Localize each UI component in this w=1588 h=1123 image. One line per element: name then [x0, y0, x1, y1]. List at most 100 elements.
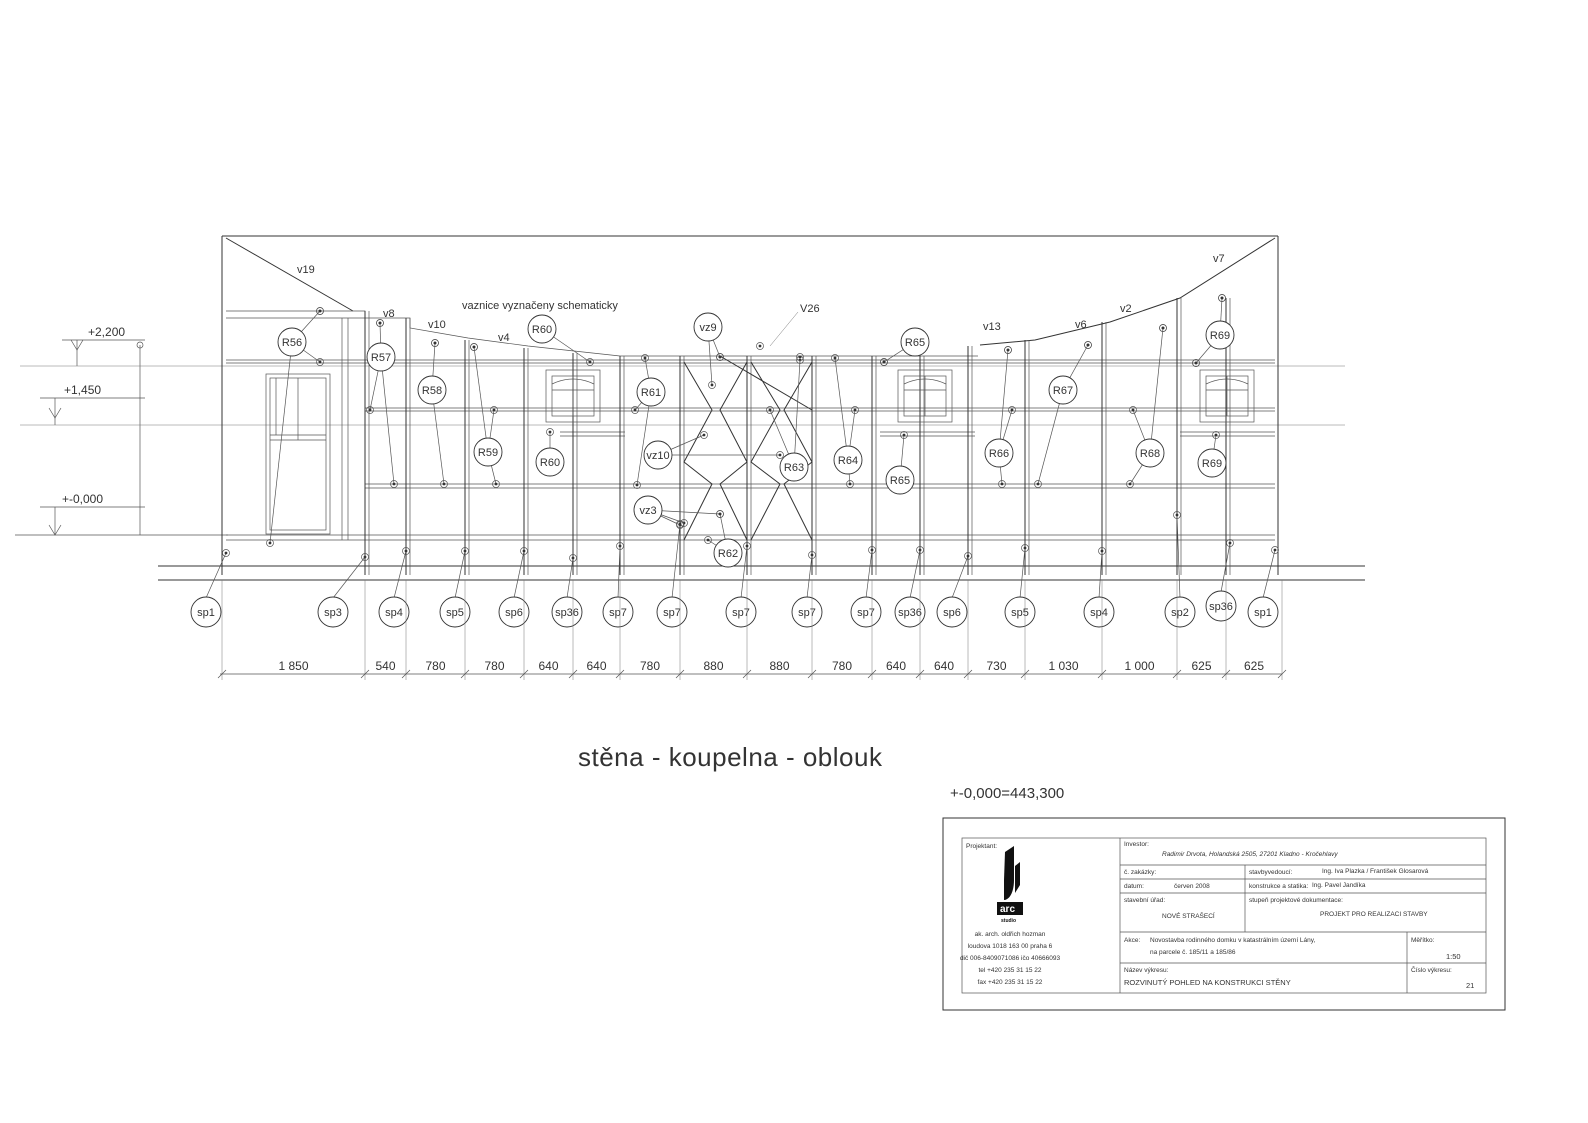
- post-tag-circle: [1164, 596, 1196, 628]
- rafter-tag-circle: [900, 327, 930, 357]
- dimension-label: 1 030: [1048, 659, 1078, 673]
- joint-node-center: [902, 433, 906, 437]
- dimension-label: 640: [886, 659, 906, 673]
- dimension-tick: [1221, 669, 1231, 679]
- rafter-tag: R56: [277, 327, 307, 357]
- joint-node: [316, 307, 324, 315]
- joint-node-center: [318, 309, 322, 313]
- joint-node-center: [810, 553, 814, 557]
- rafter-tag-circle: [833, 445, 863, 475]
- dimension-tick: [675, 669, 685, 679]
- joint-node-center: [1010, 408, 1014, 412]
- post-tag-circle: [378, 596, 410, 628]
- post-tag: sp7: [602, 596, 634, 628]
- joint-node-center: [548, 430, 552, 434]
- joint-node-center: [710, 383, 714, 387]
- nazev-label: Název výkresu:: [1124, 967, 1169, 974]
- joint-node: [776, 451, 784, 459]
- joint-node: [880, 358, 888, 366]
- dimension-label: 640: [538, 659, 558, 673]
- datum-note: +-0,000=443,300: [950, 785, 1064, 802]
- rafter-tag-circle: [1205, 320, 1235, 350]
- joint-node-center: [633, 408, 637, 412]
- post-tag: sp6: [498, 596, 530, 628]
- leader-line: [1262, 549, 1276, 599]
- joint-node: [700, 431, 708, 439]
- rafter-tag: R58: [417, 375, 447, 405]
- segment-label: v4: [498, 332, 510, 344]
- joint-node: [766, 406, 774, 414]
- segment-labels: v19 v8 v10 v4 V26 v13 v6 v2 v7 vaznice v…: [297, 253, 1225, 344]
- post-tag: sp7: [791, 596, 823, 628]
- leader-line: [380, 356, 395, 485]
- joint-node: [1098, 547, 1106, 555]
- leader-line: [269, 341, 293, 544]
- rafter-tag: R69: [1205, 320, 1235, 350]
- joint-node: [546, 428, 554, 436]
- joint-node-center: [472, 345, 476, 349]
- datum-value: červen 2008: [1174, 883, 1210, 890]
- post-tag: sp36: [894, 596, 926, 628]
- post-tag-circle: [725, 596, 757, 628]
- joint-node-center: [1100, 549, 1104, 553]
- joint-node-center: [442, 482, 446, 486]
- joint-node-center: [1023, 546, 1027, 550]
- post-tag-label: sp7: [663, 607, 681, 619]
- post-tag-label: sp5: [446, 607, 464, 619]
- joint-node: [366, 406, 374, 414]
- projektant-label: Projektant:: [966, 843, 997, 850]
- post-tag-label: sp7: [609, 607, 627, 619]
- rafter-tag-label: R65: [905, 337, 925, 349]
- leader-line: [834, 357, 849, 461]
- post-tag-label: sp7: [732, 607, 750, 619]
- joint-node: [964, 552, 972, 560]
- leader-line: [865, 549, 873, 599]
- joint-node-center: [588, 360, 592, 364]
- investor-label: Investor:: [1124, 841, 1149, 848]
- joint-node-center: [745, 544, 749, 548]
- joint-node: [1008, 406, 1016, 414]
- joint-node: [851, 406, 859, 414]
- joint-node: [796, 353, 804, 361]
- joint-node-center: [1006, 348, 1010, 352]
- rafter-tag: R65: [900, 327, 930, 357]
- joint-node: [756, 342, 764, 350]
- joint-node: [520, 547, 528, 555]
- joint-node: [1192, 359, 1200, 367]
- joint-node-center: [268, 541, 272, 545]
- joint-node: [361, 553, 369, 561]
- joint-node: [461, 547, 469, 555]
- meritko-label: Měřítko:: [1411, 937, 1435, 944]
- meritko-value: 1:50: [1446, 952, 1461, 961]
- window-opening-2: [897, 369, 953, 423]
- leader-line: [454, 550, 466, 599]
- joint-node-center: [433, 341, 437, 345]
- rafter-tag-label: R63: [784, 462, 804, 474]
- joint-node: [1173, 511, 1181, 519]
- joint-node: [1126, 480, 1134, 488]
- arc-studio-logo: arc studio: [997, 846, 1023, 924]
- joint-node-center: [404, 549, 408, 553]
- dimension-label: 1 000: [1124, 659, 1154, 673]
- post-tag-circle: [894, 596, 926, 628]
- joint-node: [1021, 544, 1029, 552]
- post-tag-label: sp36: [898, 607, 922, 619]
- rafter-tag: R68: [1135, 438, 1165, 468]
- rafter-tag-label: vz9: [699, 322, 716, 334]
- rafter-tag-circle: [277, 327, 307, 357]
- leader-line: [671, 523, 681, 599]
- rafter-tag-label: R64: [838, 455, 858, 467]
- address-line: fax +420 235 31 15 22: [978, 979, 1043, 986]
- joint-node-center: [1161, 326, 1165, 330]
- rafter-tag-circle: [779, 452, 809, 482]
- joint-node: [1271, 546, 1279, 554]
- leader-line: [431, 389, 445, 485]
- joint-node: [490, 406, 498, 414]
- joint-node-center: [492, 408, 496, 412]
- studs: [341, 298, 1231, 575]
- joint-node: [390, 480, 398, 488]
- address-line: dič 006-8409071086 ičo 40666093: [960, 955, 1061, 962]
- post-tag-label: sp6: [943, 607, 961, 619]
- akce-value-2: na parcele č. 185/11 a 185/86: [1150, 949, 1236, 956]
